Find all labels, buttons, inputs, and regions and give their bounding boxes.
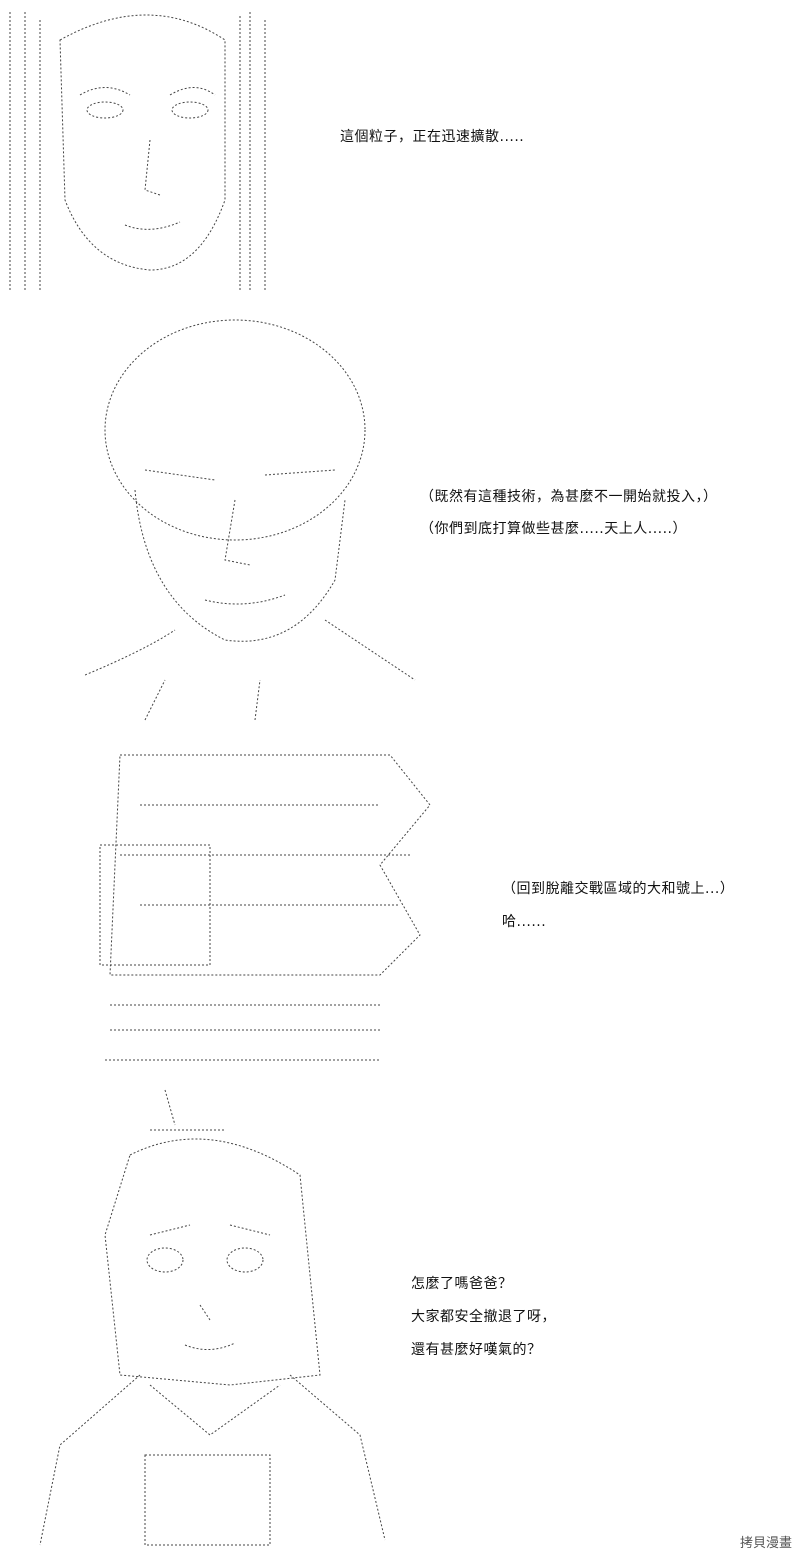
ascii-art-panel-3 — [80, 745, 450, 1070]
narration-line: 這個粒子，正在迅速擴散..... — [340, 129, 525, 145]
thought-line: （既然有這種技術，為甚麼不一開始就投入，） — [420, 489, 718, 505]
dialogue-line: 哈...... — [502, 914, 547, 930]
ascii-art-panel-1 — [0, 0, 300, 295]
ascii-art-panel-4 — [0, 1085, 395, 1550]
dialogue-line: 怎麼了嗎爸爸？ — [411, 1276, 513, 1292]
watermark: 拷貝漫畫 — [739, 1536, 792, 1551]
dialogue-line: 大家都安全撤退了呀， — [411, 1309, 556, 1325]
narration-line: （回到脫離交戰區域的大和號上...） — [502, 881, 735, 897]
ascii-art-panel-2 — [85, 300, 425, 725]
thought-line: （你們到底打算做些甚麼.....天上人.....） — [420, 521, 688, 537]
dialogue-line: 還有甚麼好嘆氣的？ — [411, 1342, 542, 1358]
